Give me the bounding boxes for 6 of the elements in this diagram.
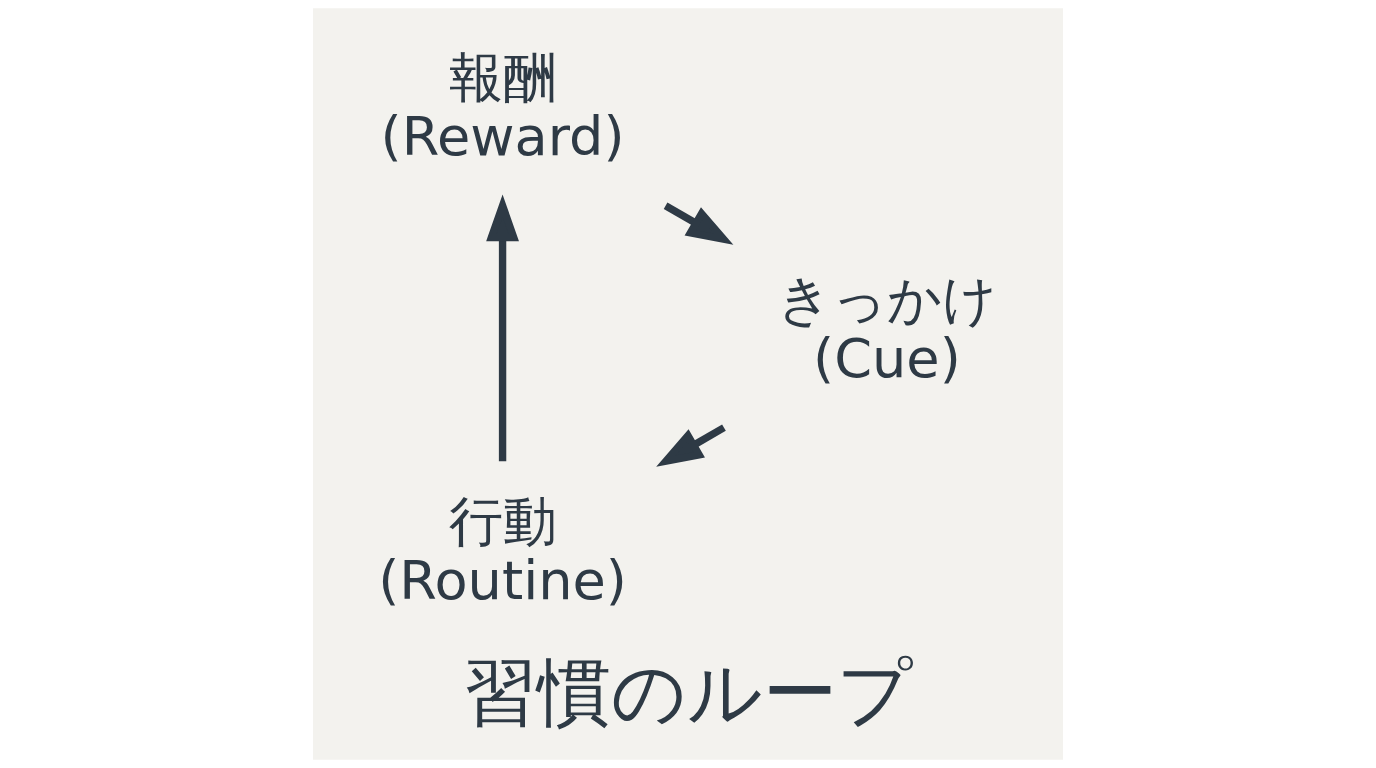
arrow [663,202,734,245]
arrow [656,424,726,467]
diagram-title: 習慣のループ [463,648,914,735]
node-text: きっかけ (Cue) [776,267,997,390]
node-text: 報酬 (Reward) [380,45,625,168]
node-text: 行動 (Routine) [378,489,627,612]
